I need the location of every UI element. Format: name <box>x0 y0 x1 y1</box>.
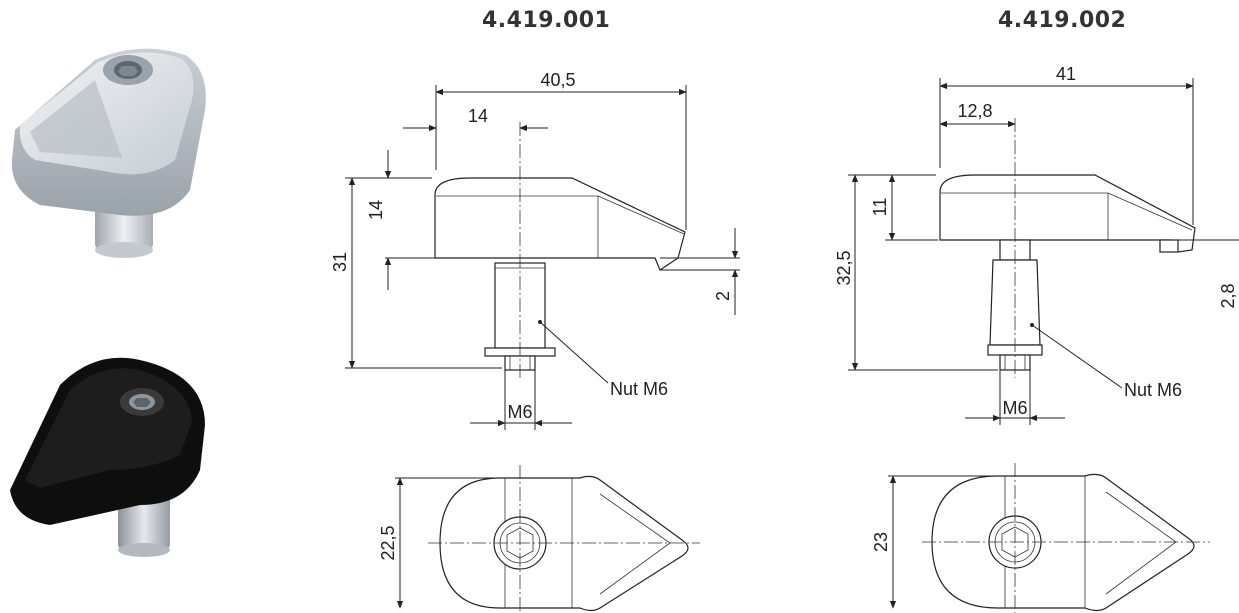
dim-width-002: 23 <box>871 532 891 552</box>
dim-head-002: 11 <box>870 198 890 217</box>
dim-length-002: 41 <box>1056 64 1076 84</box>
dim-thread-001: M6 <box>507 402 532 422</box>
dim-length-001: 40,5 <box>540 70 575 90</box>
dim-offset-001: 14 <box>468 106 488 126</box>
black-clamp-photo <box>10 357 205 557</box>
side-view-002: 41 12,8 32,5 11 2,8 M6 Nut M6 <box>834 64 1239 425</box>
side-view-001: 40,5 14 31 14 2 M6 Nut M6 <box>330 70 740 430</box>
dim-step-001: 2 <box>713 291 733 301</box>
dim-height-002: 32,5 <box>834 250 854 285</box>
dim-height-001: 31 <box>330 252 350 272</box>
silver-clamp-photo <box>11 48 206 258</box>
top-view-002: 23 <box>871 463 1210 613</box>
dim-thread-002: M6 <box>1002 398 1027 418</box>
part-number-title-002: 4.419.002 <box>998 8 1127 33</box>
dim-head-001: 14 <box>366 200 386 220</box>
part-number-title-001: 4.419.001 <box>482 8 611 33</box>
dim-offset-002: 12,8 <box>957 101 992 121</box>
nut-label-001: Nut M6 <box>610 379 668 399</box>
dim-width-001: 22,5 <box>378 525 398 560</box>
top-view-001: 22,5 <box>378 465 700 613</box>
dim-step-002: 2,8 <box>1218 283 1238 308</box>
nut-label-002: Nut M6 <box>1124 380 1182 400</box>
